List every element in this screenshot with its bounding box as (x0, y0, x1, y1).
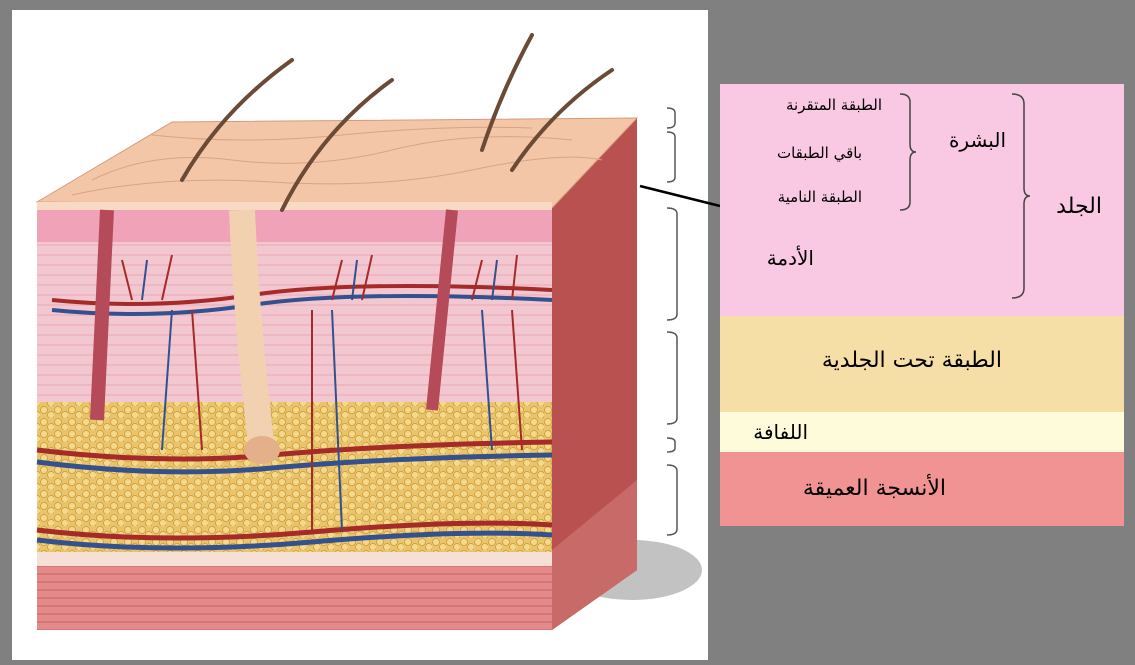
label-hypodermis: الطبقة تحت الجلدية (822, 348, 1002, 373)
label-skin: الجلد (1056, 194, 1102, 219)
layer-brackets (667, 108, 677, 535)
fascia-panel: اللفافة (720, 412, 1124, 452)
epidermis-top-line (37, 202, 552, 210)
label-epidermis: البشرة (949, 128, 1006, 152)
label-basal-layer: الطبقة النامية (778, 188, 862, 206)
fascia-band (37, 552, 552, 566)
deep-muscle (37, 566, 552, 630)
epidermis-brace (898, 92, 918, 216)
label-deep-tissue: الأنسجة العميقة (803, 476, 946, 501)
skin-cross-section-illustration (12, 10, 708, 660)
hypodermis-fat (37, 402, 552, 552)
label-dermis: الأدمة (767, 246, 814, 270)
skin-brace (1010, 92, 1032, 306)
skin-block-drawing (12, 10, 708, 660)
dermis-region (37, 242, 552, 402)
label-other-layers: باقي الطبقات (777, 144, 862, 162)
label-fascia: اللفافة (753, 420, 808, 444)
label-stratum-corneum: الطبقة المتقرنة (786, 96, 882, 114)
skin-panel: الطبقة المتقرنة باقي الطبقات الطبقة النا… (720, 84, 1124, 316)
hypodermis-panel: الطبقة تحت الجلدية (720, 316, 1124, 412)
deep-tissue-panel: الأنسجة العميقة (720, 452, 1124, 526)
pointer-line (630, 180, 730, 210)
